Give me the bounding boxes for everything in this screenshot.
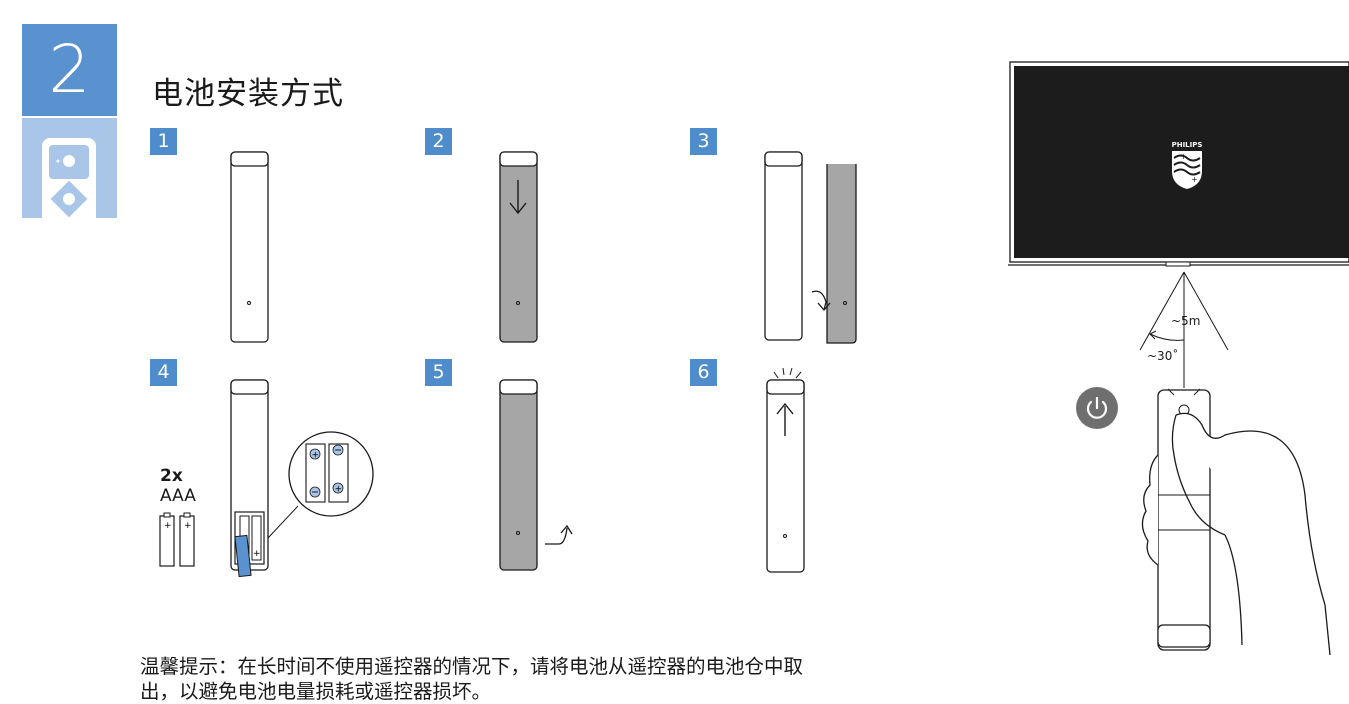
angle-label: ~30˚: [1147, 349, 1179, 363]
usage-tip: 温馨提示：在长时间不使用遥控器的情况下，请将电池从遥控器的电池仓中取出，以避免电…: [140, 655, 804, 703]
remote-slide-cover-illustration: [499, 151, 538, 343]
svg-text:+: +: [164, 521, 172, 531]
chapter-number-tab: 2: [22, 24, 117, 116]
step-badge-4: 4: [150, 359, 177, 386]
philips-logo: PHILIPS + +: [1165, 137, 1209, 191]
page-title: 电池安装方式: [152, 76, 344, 112]
svg-text:+: +: [253, 549, 261, 559]
svg-text:+: +: [335, 485, 343, 495]
remote-back-illustration: [230, 151, 269, 343]
brand-label: PHILIPS: [1172, 141, 1203, 149]
svg-text:+: +: [1191, 175, 1198, 184]
remote-icon: [22, 118, 117, 218]
svg-text:+: +: [184, 521, 192, 531]
step-badge-5: 5: [425, 359, 452, 386]
svg-text:+: +: [312, 451, 320, 461]
step-badge-6: 6: [690, 359, 717, 386]
aaa-batteries-icon: + +: [159, 512, 195, 567]
distance-label: ~5m: [1171, 314, 1201, 328]
power-icon: [1086, 396, 1108, 419]
step-badge-1: 1: [150, 128, 177, 155]
battery-type: AAA: [160, 486, 196, 506]
step-badge-3: 3: [690, 128, 717, 155]
remote-cover-removed-illustration: [764, 151, 857, 344]
power-button: [1076, 387, 1118, 429]
battery-insertion-illustration: + + +: [230, 379, 374, 578]
range-cone-illustration: [1139, 271, 1229, 388]
chapter-number: 2: [48, 31, 91, 108]
remote-slide-up-illustration: [766, 367, 805, 573]
battery-count: 2x: [160, 466, 183, 486]
hand-holding-remote-illustration: [1141, 385, 1331, 655]
step-badge-2: 2: [425, 128, 452, 155]
remote-close-cover-illustration: [499, 379, 573, 571]
svg-text:+: +: [1180, 152, 1187, 161]
